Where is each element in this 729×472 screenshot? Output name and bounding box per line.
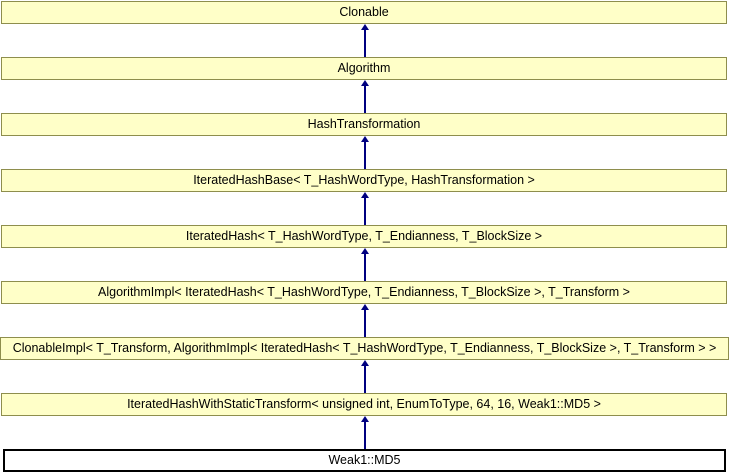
class-node-label: HashTransformation xyxy=(307,117,421,132)
arrow-line xyxy=(363,86,366,113)
inheritance-arrow xyxy=(0,360,729,393)
class-node-label: ClonableImpl< T_Transform, AlgorithmImpl… xyxy=(12,341,717,356)
arrow-up-icon xyxy=(360,416,369,422)
inheritance-arrow xyxy=(0,136,729,169)
class-node-weak1-md5: Weak1::MD5 xyxy=(3,449,726,472)
arrow-up-icon xyxy=(360,24,369,30)
inheritance-arrow xyxy=(0,80,729,113)
class-node-label: IteratedHashBase< T_HashWordType, HashTr… xyxy=(193,173,535,188)
arrow-up-icon xyxy=(360,192,369,198)
class-node-clonableimpl[interactable]: ClonableImpl< T_Transform, AlgorithmImpl… xyxy=(0,337,729,360)
arrow-up-icon xyxy=(360,304,369,310)
arrow-up-icon xyxy=(360,80,369,86)
arrow-up-icon xyxy=(360,136,369,142)
class-node-algorithm[interactable]: Algorithm xyxy=(1,57,727,80)
class-node-label: Algorithm xyxy=(337,61,391,76)
arrow-line xyxy=(363,310,366,337)
class-node-hashtransformation[interactable]: HashTransformation xyxy=(1,113,727,136)
arrow-up-icon xyxy=(360,248,369,254)
arrow-line xyxy=(363,254,366,281)
class-node-iteratedhashbase[interactable]: IteratedHashBase< T_HashWordType, HashTr… xyxy=(1,169,727,192)
class-node-label: AlgorithmImpl< IteratedHash< T_HashWordT… xyxy=(98,285,630,300)
class-node-label: IteratedHash< T_HashWordType, T_Endianne… xyxy=(185,229,543,244)
arrow-line xyxy=(363,30,366,57)
class-node-clonable[interactable]: Clonable xyxy=(1,1,727,24)
arrow-line xyxy=(363,142,366,169)
arrow-up-icon xyxy=(360,360,369,366)
class-node-iteratedhash[interactable]: IteratedHash< T_HashWordType, T_Endianne… xyxy=(1,225,727,248)
arrow-line xyxy=(363,422,366,449)
inheritance-arrow xyxy=(0,304,729,337)
inheritance-arrow xyxy=(0,192,729,225)
class-node-algorithmimpl[interactable]: AlgorithmImpl< IteratedHash< T_HashWordT… xyxy=(1,281,727,304)
inheritance-arrow xyxy=(0,24,729,57)
inheritance-arrow xyxy=(0,416,729,449)
class-node-label: Weak1::MD5 xyxy=(328,453,401,468)
arrow-line xyxy=(363,366,366,393)
arrow-line xyxy=(363,198,366,225)
inheritance-arrow xyxy=(0,248,729,281)
class-node-label: IteratedHashWithStaticTransform< unsigne… xyxy=(127,397,601,412)
class-node-iteratedhashwithstatictransform[interactable]: IteratedHashWithStaticTransform< unsigne… xyxy=(1,393,727,416)
class-node-label: Clonable xyxy=(339,5,389,20)
